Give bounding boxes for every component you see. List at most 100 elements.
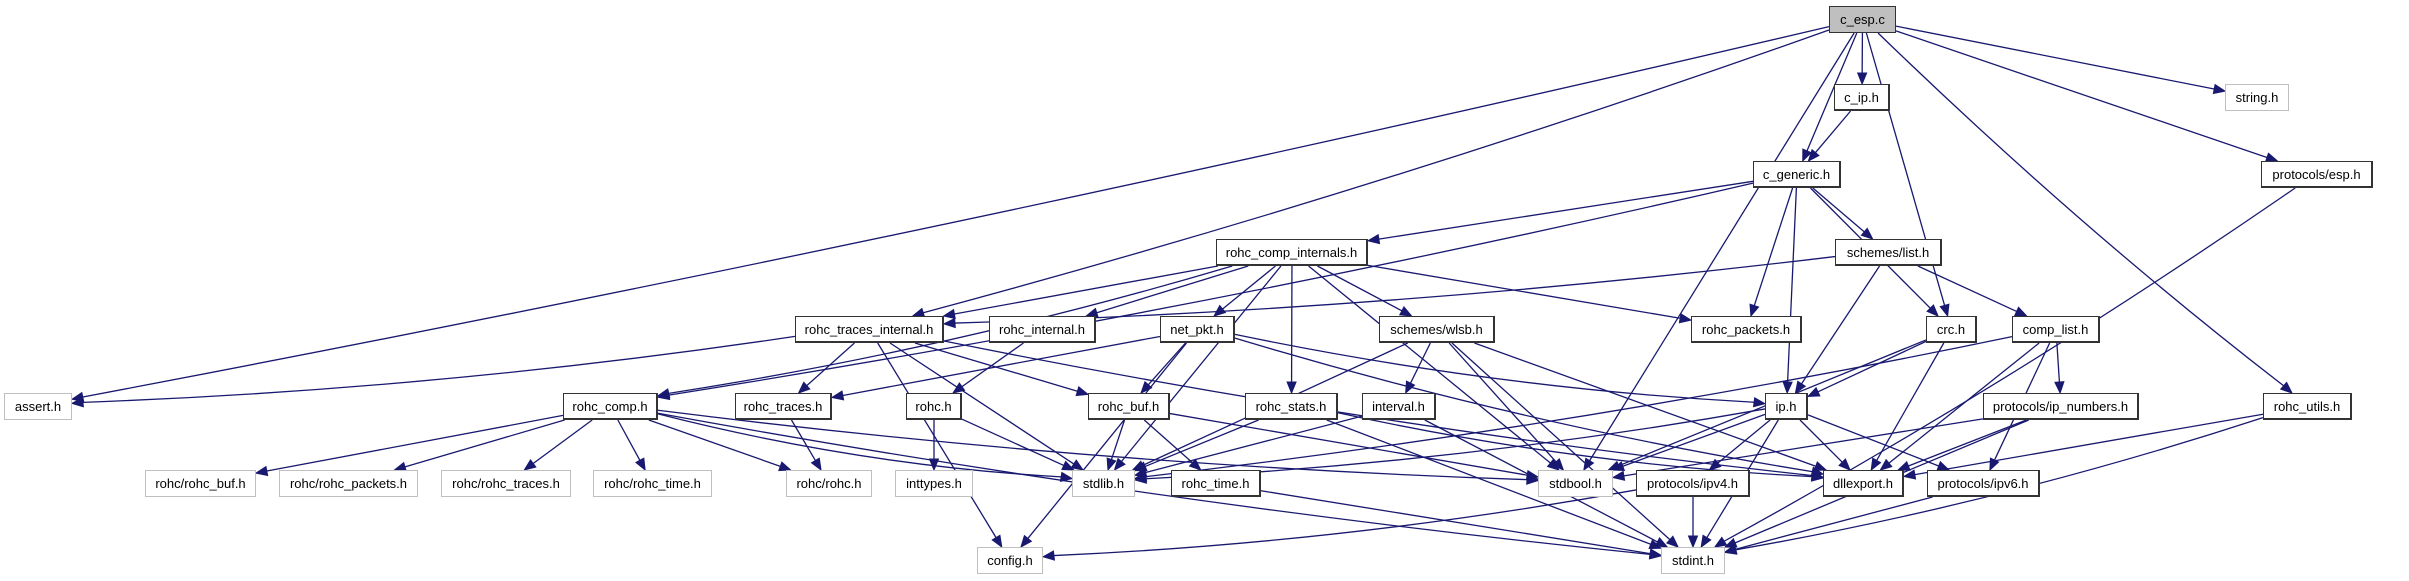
arrowhead-icon (1802, 148, 1813, 163)
edge-ip-to-stdbool (1611, 413, 1766, 471)
node-prot-esp[interactable]: protocols/esp.h (2261, 161, 2373, 188)
node-c-ip[interactable]: c_ip.h (1834, 84, 1890, 111)
node-string: string.h (2225, 84, 2289, 111)
arrowhead-icon (1860, 227, 1874, 240)
node-rohc-traces-internal[interactable]: rohc_traces_internal.h (795, 316, 944, 343)
node-crc[interactable]: crc.h (1926, 316, 1977, 343)
edge-rohc_comp-to-rr_rohc (648, 419, 792, 472)
edge-line (1753, 187, 1794, 306)
edge-line (668, 182, 1754, 396)
node-comp-list[interactable]: comp_list.h (2012, 316, 2100, 343)
edge-line (1799, 419, 1843, 463)
node-c-generic[interactable]: c_generic.h (1753, 161, 1841, 188)
node-rr-time: rohc/rohc_time.h (593, 470, 712, 497)
node-interval[interactable]: interval.h (1362, 393, 1436, 420)
node-schemes-wlsb[interactable]: schemes/wlsb.h (1379, 316, 1495, 343)
edge-prot_ipv4-to-stdint (1687, 496, 1699, 549)
edge-line (1053, 489, 1637, 557)
edge-line (842, 335, 1161, 397)
node-rohc[interactable]: rohc.h (906, 393, 962, 420)
edge-line (1222, 265, 1276, 310)
arrowhead-icon (797, 381, 811, 394)
edge-rohc_traces_internal-to-assert (70, 335, 796, 408)
edge-line (877, 342, 997, 538)
arrowhead-icon (1654, 537, 1669, 548)
node-prot-ip-numbers[interactable]: protocols/ip_numbers.h (1983, 393, 2139, 420)
arrowhead-icon (1398, 305, 1413, 317)
edge-line (1717, 419, 1771, 464)
arrowhead-icon (1113, 457, 1126, 472)
edge-ip-to-prot_ipv4 (1708, 419, 1771, 471)
edge-line (889, 342, 1075, 465)
arrowhead-icon (1926, 304, 1939, 317)
edge-line (1120, 265, 1282, 462)
edge-rohc_time-to-stdint (1260, 490, 1663, 559)
edge-c_esp-to-c_generic (1802, 32, 1858, 163)
node-c-esp: c_esp.c (1829, 6, 1896, 33)
node-rohc-internal[interactable]: rohc_internal.h (989, 316, 1096, 343)
edge-line (1865, 32, 1946, 306)
edge-line (1908, 419, 2027, 467)
edge-line (961, 418, 1065, 467)
edge-line (1096, 265, 1249, 314)
node-net-pkt[interactable]: net_pkt.h (1160, 316, 1235, 343)
edge-line (1234, 337, 1813, 473)
edge-line (1786, 187, 1798, 383)
arrowhead-icon (1611, 470, 1626, 481)
arrowhead-icon (991, 534, 1003, 549)
arrowhead-icon (2013, 306, 2028, 317)
node-ip[interactable]: ip.h (1765, 393, 1808, 420)
arrowhead-icon (1752, 396, 1767, 408)
edge-line (657, 409, 1528, 481)
edge-line (1806, 32, 1858, 152)
edge-line (648, 419, 781, 467)
edge-schemes_list-to-comp_list (1917, 265, 2028, 317)
node-rr-packets: rohc/rohc_packets.h (279, 470, 418, 497)
edge-rohc_buf-to-stdlib (1106, 419, 1126, 472)
node-rohc-utils[interactable]: rohc_utils.h (2263, 393, 2352, 420)
arrowhead-icon (1708, 458, 1722, 471)
edge-line (82, 335, 796, 403)
edge-prot_ip_numbers-to-stdbool (1611, 418, 1984, 481)
edge-rohc_comp_internals-to-rohc_packets (1367, 264, 1693, 324)
edge-line (1308, 265, 1551, 464)
edge-line (1735, 496, 1933, 550)
node-stdint: stdint.h (1661, 547, 1725, 574)
edge-line (617, 419, 641, 461)
arrowhead-icon (2054, 381, 2065, 395)
node-rohc-comp[interactable]: rohc_comp.h (563, 393, 658, 420)
edge-rohc_buf-to-rohc_time (1143, 419, 1202, 471)
edge-comp_list-to-prot_ip_numbers (2054, 342, 2065, 395)
edge-net_pkt-to-rohc_buf (1140, 342, 1186, 394)
edge-line (1877, 32, 2285, 387)
node-rr-rohc: rohc/rohc.h (786, 470, 872, 497)
node-rohc-time[interactable]: rohc_time.h (1171, 470, 1261, 497)
node-prot-ipv6[interactable]: protocols/ipv6.h (1927, 470, 2040, 497)
edge-rohc_comp_internals-to-rohc_stats (1286, 265, 1297, 395)
node-rohc-packets[interactable]: rohc_packets.h (1691, 316, 1802, 343)
arrowhead-icon (778, 461, 792, 472)
edge-line (266, 414, 564, 472)
node-rohc-traces[interactable]: rohc_traces.h (735, 393, 832, 420)
node-rohc-comp-internals[interactable]: rohc_comp_internals.h (1216, 239, 1368, 266)
node-prot-ipv4[interactable]: protocols/ipv4.h (1636, 470, 1750, 497)
edge-line (1876, 342, 1945, 461)
arrowhead-icon (1648, 548, 1663, 559)
node-inttypes: inttypes.h (895, 470, 973, 497)
node-dllexport[interactable]: dllexport.h (1823, 470, 1904, 497)
edge-rohc_traces-to-rr_rohc (790, 419, 822, 472)
edge-schemes_list-to-ip (1794, 265, 1881, 395)
edge-rohc_traces_internal-to-rohc_buf (914, 342, 1090, 397)
edge-schemes_wlsb-to-dllexport (1474, 342, 1828, 472)
arrowhead-icon (942, 308, 956, 320)
edge-rohc-to-stdlib (961, 418, 1075, 471)
node-rohc-stats[interactable]: rohc_stats.h (1245, 393, 1338, 420)
arrowhead-icon (1806, 386, 1821, 398)
edge-rohc_comp_internals-to-rohc_internal (1084, 265, 1249, 318)
edge-line (404, 419, 565, 468)
node-schemes-list[interactable]: schemes/list.h (1835, 239, 1942, 266)
edge-crc-to-dllexport (1870, 342, 1945, 472)
edge-line (1145, 415, 1363, 474)
node-rohc-buf[interactable]: rohc_buf.h (1088, 393, 1170, 420)
